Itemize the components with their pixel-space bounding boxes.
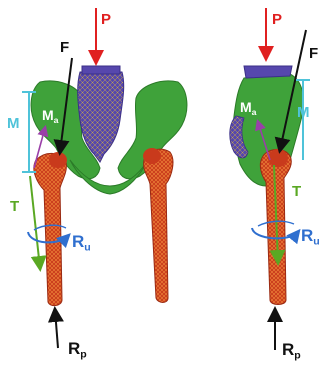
front-label-p: P bbox=[101, 12, 111, 27]
front-label-ma: Ma bbox=[42, 108, 59, 125]
front-vertebra bbox=[82, 66, 120, 74]
side-label-rp-sub: p bbox=[294, 350, 300, 362]
front-label-ma-base: M bbox=[42, 107, 54, 123]
front-rp-arrow bbox=[55, 310, 58, 348]
front-left-femur bbox=[34, 153, 67, 305]
side-label-ma: Ma bbox=[240, 100, 257, 117]
side-label-ma-sub: a bbox=[252, 107, 257, 117]
front-t-arrow bbox=[30, 176, 40, 268]
side-sacrum bbox=[244, 66, 292, 78]
front-label-rp-base: R bbox=[68, 339, 80, 358]
front-label-rp-sub: p bbox=[80, 349, 86, 361]
front-label-f: F bbox=[60, 40, 69, 55]
front-label-ru: Ru bbox=[72, 233, 91, 253]
side-femur-head bbox=[268, 149, 288, 167]
side-label-ru-base: R bbox=[301, 226, 313, 245]
front-label-ma-sub: a bbox=[54, 115, 59, 125]
side-label-ru-sub: u bbox=[313, 236, 319, 248]
front-label-ru-sub: u bbox=[84, 242, 90, 254]
front-view bbox=[22, 8, 187, 348]
side-view bbox=[230, 8, 310, 350]
front-label-t: T bbox=[10, 199, 19, 214]
side-label-ru: Ru bbox=[301, 227, 320, 247]
front-right-femur bbox=[144, 149, 173, 302]
side-label-ma-base: M bbox=[240, 99, 252, 115]
side-label-p: P bbox=[272, 12, 282, 27]
front-label-rp: Rp bbox=[68, 340, 87, 360]
front-label-ru-base: R bbox=[72, 232, 84, 251]
front-right-femur-head bbox=[143, 148, 161, 164]
side-label-t: T bbox=[292, 184, 301, 199]
front-left-femur-head bbox=[49, 152, 67, 168]
side-label-f: F bbox=[309, 46, 318, 61]
front-label-m: M bbox=[7, 116, 20, 131]
side-label-m: M bbox=[297, 105, 310, 120]
side-label-rp: Rp bbox=[282, 341, 301, 361]
side-label-rp-base: R bbox=[282, 340, 294, 359]
